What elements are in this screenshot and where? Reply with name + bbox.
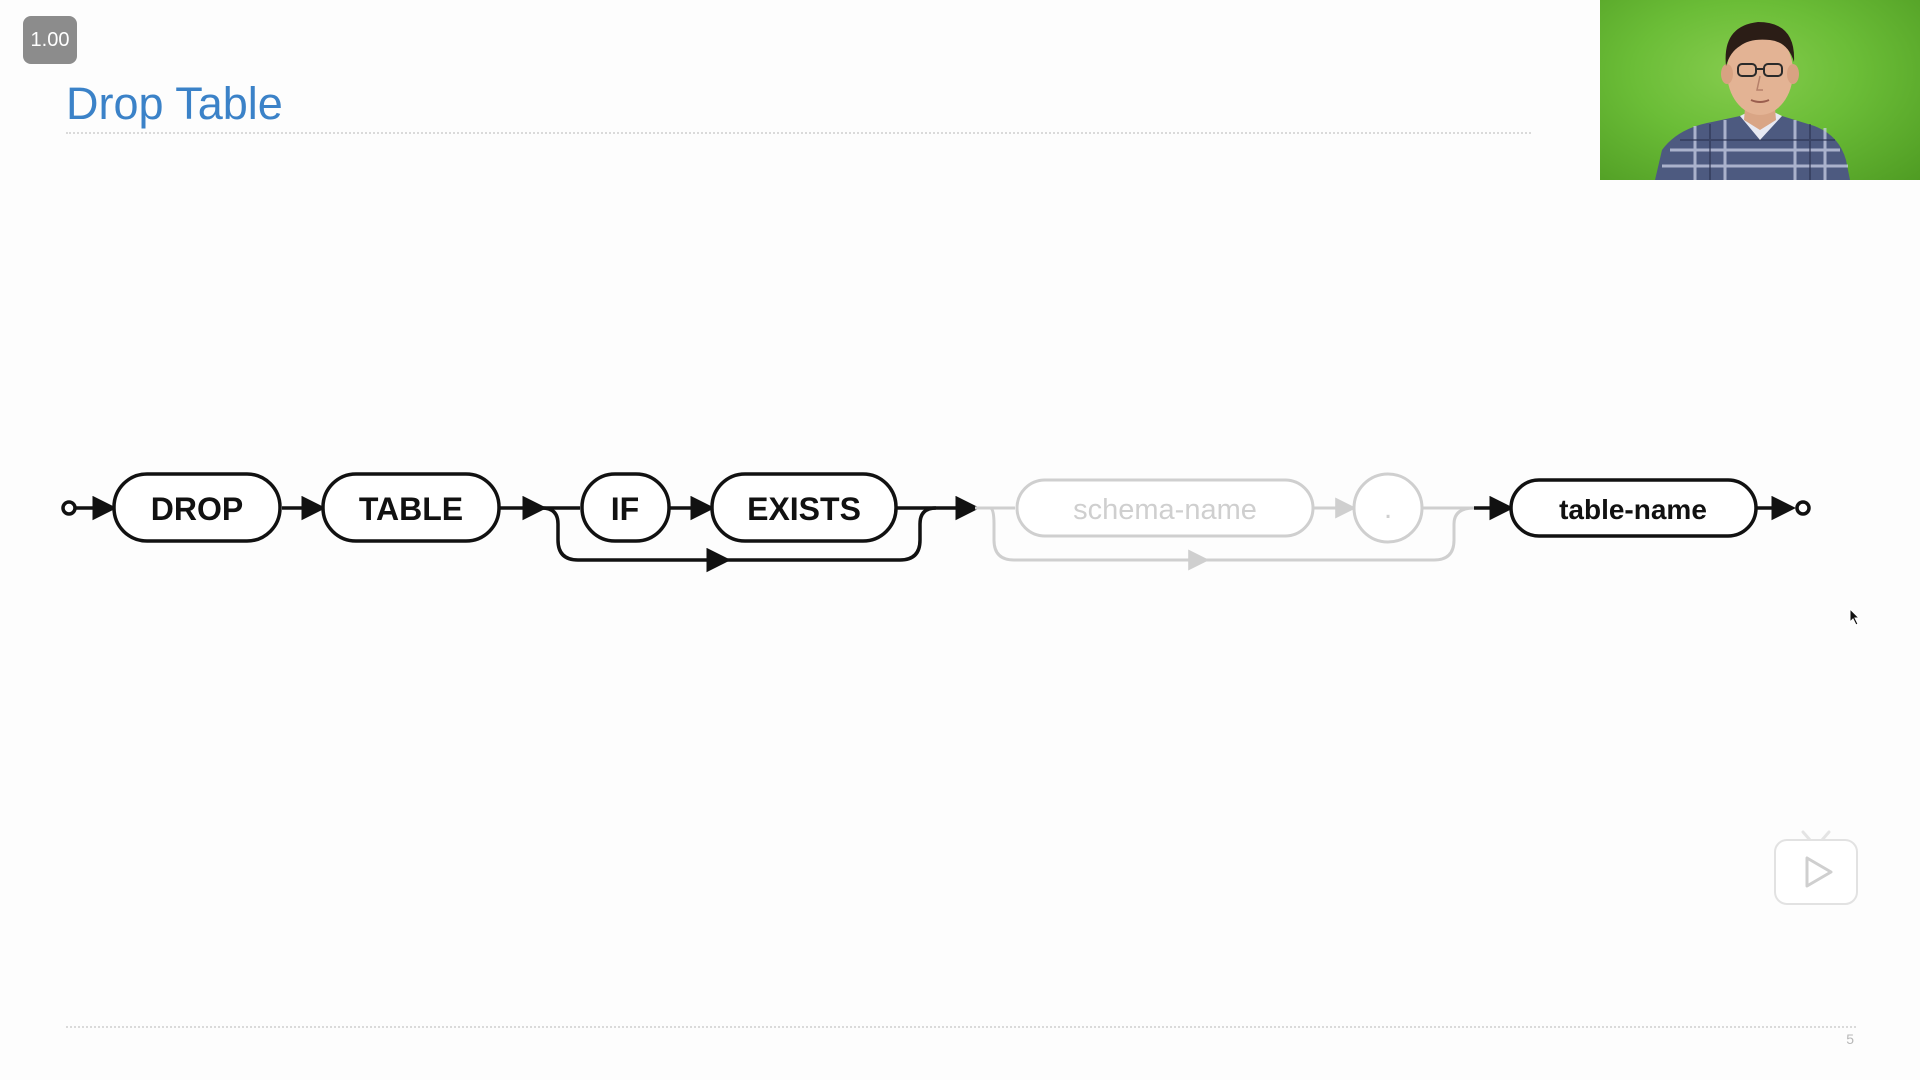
mouse-cursor-icon (1849, 608, 1861, 626)
presenter-video (1655, 22, 1850, 180)
diagram-main-path (75, 495, 980, 573)
play-button[interactable] (1773, 828, 1859, 906)
term-schema-name: schema-name (1015, 478, 1315, 538)
presenter-webcam (1600, 0, 1920, 180)
term-exists-label: EXISTS (747, 491, 861, 527)
term-dot-label: . (1384, 492, 1392, 525)
term-table-name: table-name (1509, 478, 1758, 538)
diagram-start-circle (61, 500, 77, 516)
diagram-schema-path (975, 497, 1475, 571)
term-table-name-label: table-name (1559, 494, 1707, 525)
term-if: IF (580, 472, 671, 543)
term-schema-name-label: schema-name (1073, 494, 1257, 526)
term-table-label: TABLE (359, 491, 463, 527)
title-divider (66, 132, 1531, 134)
term-if-label: IF (611, 491, 639, 527)
slide-title: Drop Table (66, 78, 283, 129)
term-table: TABLE (321, 472, 501, 543)
play-icon (1774, 830, 1858, 905)
footer-divider (66, 1026, 1856, 1028)
term-exists: EXISTS (710, 472, 898, 543)
term-drop: DROP (112, 472, 282, 543)
drop-table-syntax-diagram: DROP TABLE IF EXISTS schema-name . table… (61, 472, 1811, 573)
diagram-end-circle (1795, 500, 1811, 516)
slide-page-number: 5 (1846, 1031, 1854, 1047)
term-dot: . (1352, 472, 1424, 544)
playback-speed-badge[interactable]: 1.00 (23, 16, 77, 64)
term-drop-label: DROP (151, 491, 243, 527)
